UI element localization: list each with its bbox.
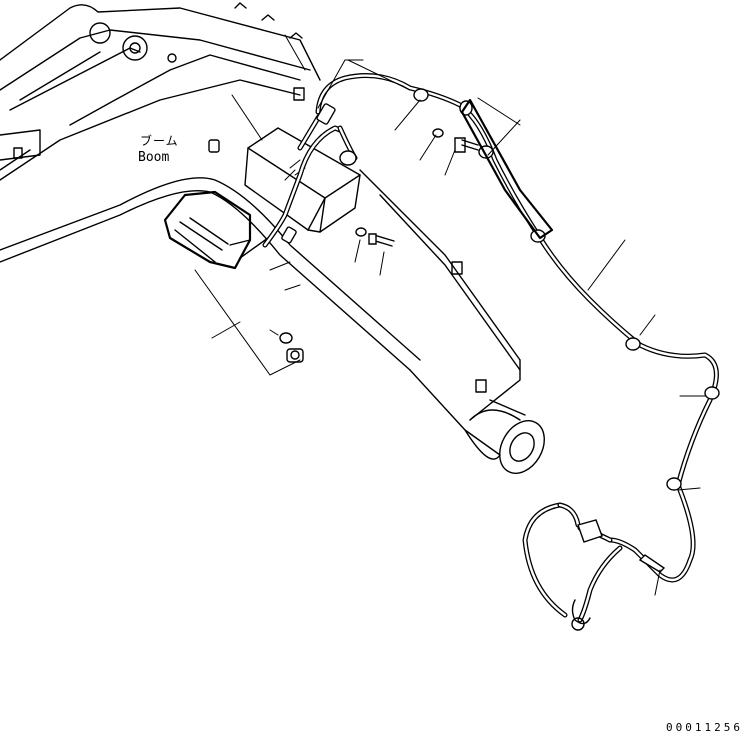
harness-clips	[281, 89, 719, 630]
leader-lines	[195, 35, 706, 595]
drawing-number: 00011256	[666, 721, 743, 734]
boom-label-japanese: ブーム	[140, 134, 179, 148]
upper-arm	[0, 3, 320, 180]
boom-label-english: Boom	[138, 150, 170, 165]
work-lamp	[165, 192, 268, 268]
fasteners-left	[209, 129, 478, 362]
boom-body	[0, 88, 553, 481]
